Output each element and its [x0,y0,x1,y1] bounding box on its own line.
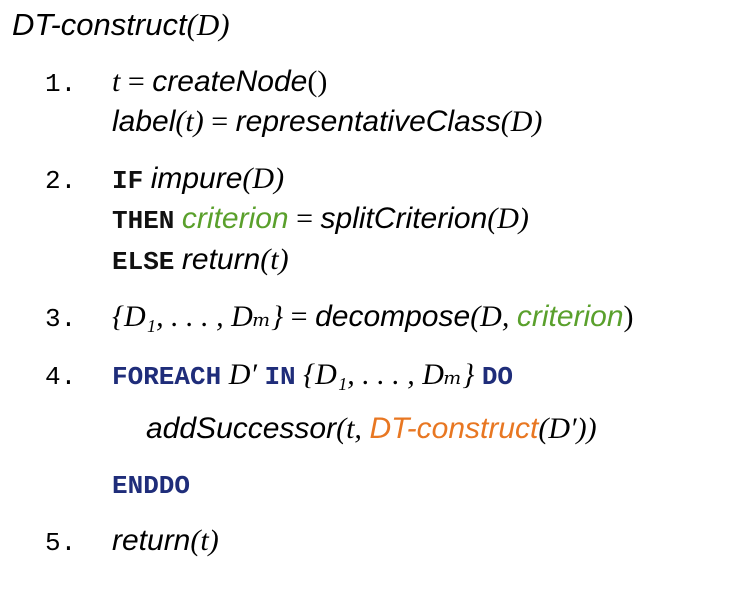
create-node-function: createNode [152,65,308,98]
step-2-line-else: ELSE return(t) [112,242,289,280]
step-4-line-body: addSuccessor(t, DT-construct(D′)) [146,411,597,447]
partition-set: {D₁, . . . , Dₘ} [303,358,475,391]
decompose-args-open: (D, [470,300,517,333]
do-keyword: DO [481,362,514,392]
step-2-line-then: THEN criterion = splitCriterion(D) [112,201,529,239]
equals-sign: = [290,300,308,333]
return-function: return [181,243,261,276]
d-prime-variable: D′ [228,358,257,391]
criterion-variable: criterion [181,202,289,235]
step-3-number: 3. [45,304,77,334]
title-function-name: DT-construct [12,7,187,42]
step-1-line-a: t = createNode() [112,64,327,100]
step-3-line: {D₁, . . . , Dₘ} = decompose(D, criterio… [112,299,634,335]
label-argument: (t) [175,105,204,138]
step-1-number: 1. [45,69,77,99]
var-t: t [112,65,121,98]
equals-sign: = [211,105,229,138]
else-keyword: ELSE [112,247,175,277]
step-4-number: 4. [45,362,77,392]
return-function: return [112,524,191,557]
impure-argument: (D) [242,162,285,195]
title-argument: (D) [186,7,230,42]
step-4-line-enddo: ENDDO [112,466,190,504]
add-successor-args-open: (t, [336,412,370,445]
impure-function: impure [150,162,243,195]
enddo-keyword: ENDDO [112,471,191,501]
representative-class-argument: (D) [500,105,543,138]
in-keyword: IN [264,362,296,392]
if-keyword: IF [112,166,144,196]
equals-sign: = [127,65,145,98]
then-keyword: THEN [112,206,175,236]
algorithm-title: DT-construct(D) [12,6,230,44]
criterion-argument: criterion [516,300,624,333]
split-criterion-function: splitCriterion [320,202,488,235]
return-argument: (t) [260,243,289,276]
empty-parens: () [307,65,328,98]
representative-class-function: representativeClass [235,105,501,138]
recursive-dt-construct-call: DT-construct [369,412,539,445]
equals-sign: = [296,202,314,235]
partition-set: {D₁, . . . , Dₘ} [112,300,284,333]
decompose-args-close: ) [623,300,634,333]
add-successor-function: addSuccessor [146,412,337,445]
label-function: label [112,105,176,138]
step-2-line-if: IF impure(D) [112,161,284,199]
foreach-keyword: FOREACH [112,362,222,392]
decompose-function: decompose [315,300,471,333]
step-5-line: return(t) [112,523,219,559]
step-2-number: 2. [45,166,77,196]
step-4-line-foreach: FOREACH D′ IN {D₁, . . . , Dₘ} DO [112,357,513,395]
step-5-number: 5. [45,528,77,558]
step-1-line-b: label(t) = representativeClass(D) [112,104,542,140]
return-argument: (t) [190,524,219,557]
recursive-call-argument: (D′)) [538,412,597,445]
split-criterion-argument: (D) [487,202,529,235]
